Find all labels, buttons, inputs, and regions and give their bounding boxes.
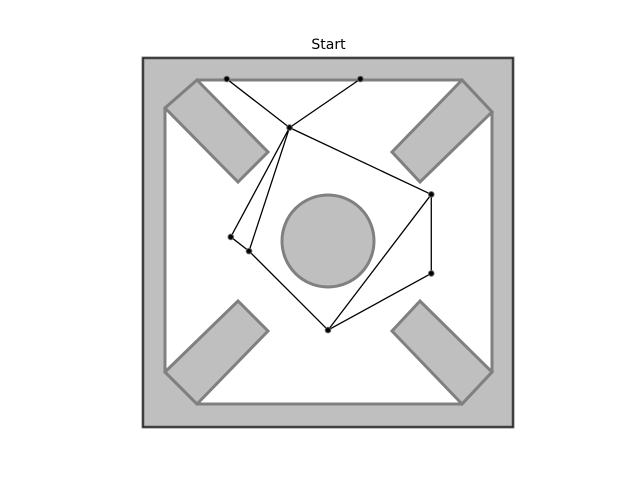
graph-edge-n6-n8 bbox=[248, 250, 329, 331]
graph-node-n2 bbox=[357, 75, 364, 83]
graph-edge-n1-n3 bbox=[226, 78, 290, 129]
graph-edge-n5-n6 bbox=[230, 236, 250, 252]
graph-node-n7 bbox=[427, 270, 435, 277]
graph-edge-n3-n5 bbox=[230, 127, 291, 238]
graph-edge-n3-n4 bbox=[289, 127, 432, 196]
graph-edge-n3-n6 bbox=[248, 127, 291, 252]
obstacle-top-right bbox=[389, 77, 495, 185]
figure-title: Start bbox=[311, 37, 346, 53]
workspace bbox=[141, 56, 515, 429]
obstacle-center-circle bbox=[280, 193, 376, 289]
graph-node-n6 bbox=[245, 247, 253, 255]
obstacle-bottom-right bbox=[389, 298, 495, 407]
graph-node-n8 bbox=[324, 326, 332, 334]
plot-frame bbox=[142, 57, 514, 428]
graph-node-n5 bbox=[227, 233, 235, 241]
graph-node-n1 bbox=[223, 75, 231, 83]
graph-node-n3 bbox=[286, 124, 293, 131]
graph-edges bbox=[226, 78, 432, 331]
graph-node-n4 bbox=[427, 191, 435, 198]
graph-edge-n8-n4 bbox=[327, 194, 432, 331]
graph-nodes bbox=[223, 75, 435, 334]
graph-edge-n8-n7 bbox=[327, 272, 432, 331]
obstacle-bottom-left bbox=[162, 298, 271, 407]
obstacle-top-left bbox=[162, 77, 271, 185]
graph-edge-n2-n3 bbox=[289, 78, 361, 129]
